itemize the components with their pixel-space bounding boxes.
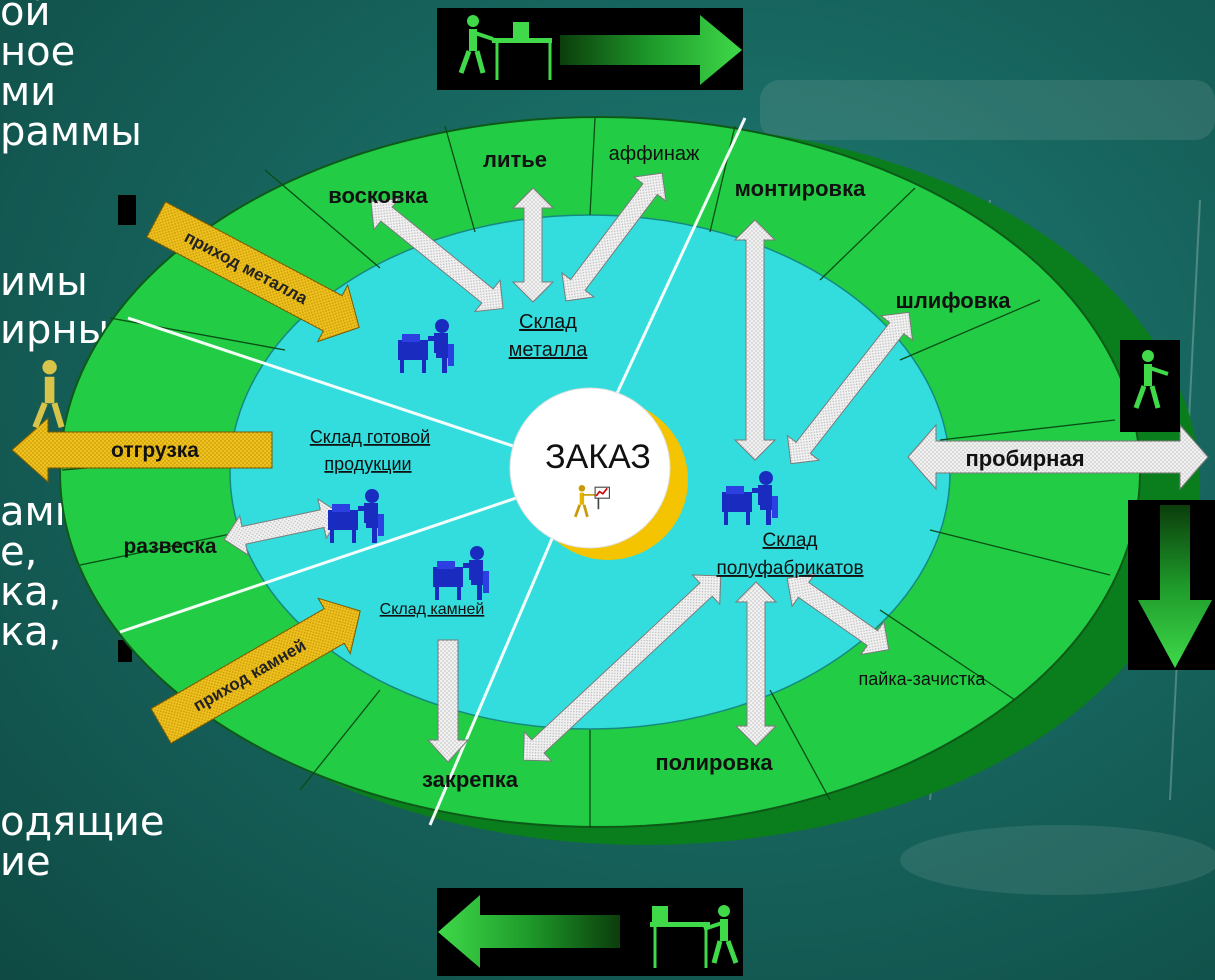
bg-text-line: ное <box>0 29 76 75</box>
label-zakrepka: закрепка <box>422 767 519 792</box>
arrow-montirovka-semi <box>733 219 777 461</box>
arrow-stones-zakrepka <box>426 639 470 763</box>
bg-text-line: е, <box>0 529 38 575</box>
flow-arrows <box>223 172 1209 763</box>
label-affinazh: аффинаж <box>609 143 700 165</box>
right-down-arrow-panel <box>1128 500 1215 670</box>
label-razveska: развеска <box>123 535 216 558</box>
warehouse-semi-line2: полуфабрикатов <box>716 558 863 579</box>
arrow-affinazh-metal <box>561 172 667 302</box>
label-voskovka: восковка <box>328 183 428 208</box>
bg-text-line: имы <box>0 259 88 305</box>
warehouse-metal-line2: металла <box>509 339 589 361</box>
right-person-panel <box>1120 340 1180 432</box>
arrow-zakrepka-semi <box>522 574 722 762</box>
ring-dividers <box>61 117 1116 828</box>
warehouse-stones: Склад камней <box>380 601 485 618</box>
arrow-payka-semi <box>786 572 890 656</box>
arrow-shlifovka-semi <box>786 311 914 465</box>
bg-text-line: ие <box>0 839 51 885</box>
arrow-polirovka-semi <box>734 581 778 747</box>
label-montirovka: монтировка <box>735 176 866 201</box>
shipment-arrow: отгрузка <box>11 416 273 484</box>
bg-text-line: одящие <box>0 799 165 845</box>
label-probirnaya: пробирная <box>965 446 1084 471</box>
warehouse-semi-line1: Склад <box>763 530 818 551</box>
bg-text-line: ка, <box>0 569 62 615</box>
bottom-green-arrow-panel <box>437 888 743 976</box>
bg-text-line: раммы <box>0 109 142 155</box>
arrow-probirnaya <box>907 423 1209 491</box>
warehouse-metal-line1: Склад <box>519 311 577 333</box>
warehouse-finished-line2: продукции <box>324 454 411 474</box>
label-shlifovka: шлифовка <box>895 288 1011 313</box>
warehouse-finished-line1: Склад готовой <box>310 427 430 447</box>
arrow-litye-metal <box>511 187 555 303</box>
label-otgruzka: отгрузка <box>111 439 199 462</box>
order-person-icon <box>574 485 610 518</box>
label-payka: пайка-зачистка <box>859 669 987 689</box>
top-green-arrow-panel <box>437 8 743 90</box>
bg-text-line: ой <box>0 0 51 35</box>
left-person-figure <box>32 360 65 429</box>
center-title: ЗАКАЗ <box>545 438 651 476</box>
center-order: ЗАКАЗ <box>509 387 688 560</box>
label-polirovka: полировка <box>655 750 773 775</box>
label-litye: литье <box>483 147 547 172</box>
bg-text-line: ка, <box>0 609 62 655</box>
arrow-voskovka-metal <box>370 197 504 313</box>
bg-text-line: ми <box>0 69 57 115</box>
radial-lines <box>119 117 747 826</box>
